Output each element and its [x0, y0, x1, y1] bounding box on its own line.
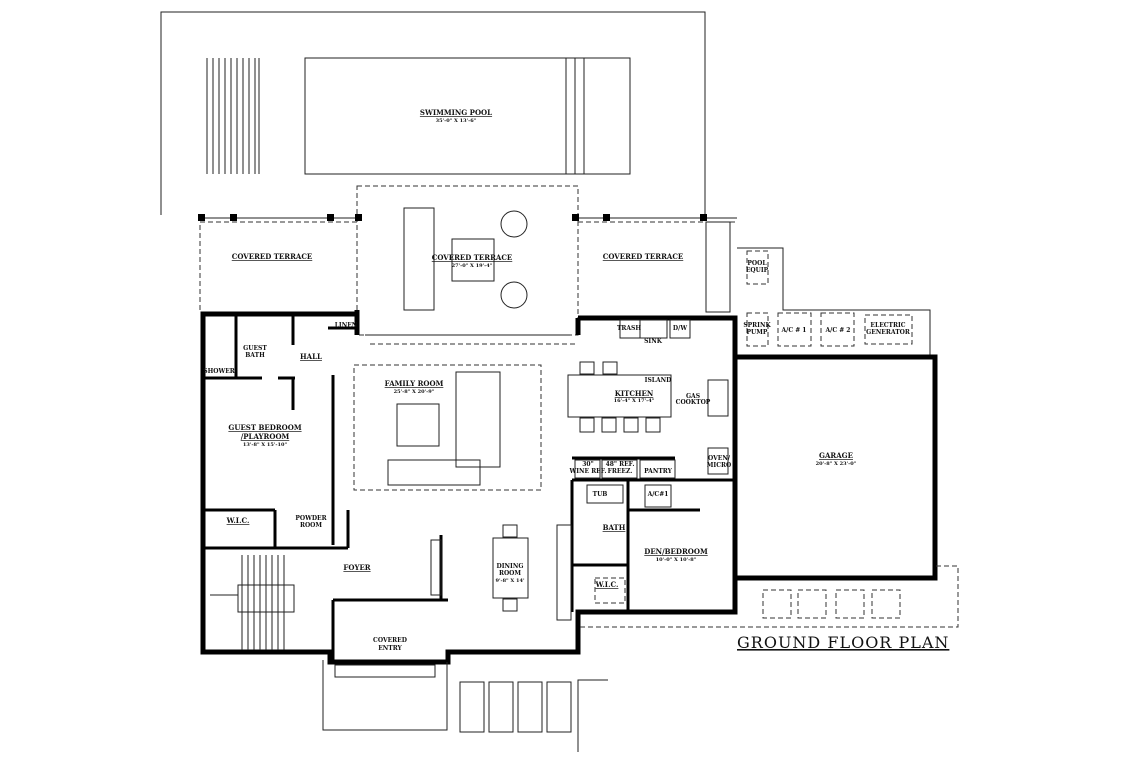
- entry-label-2: ENTRY: [378, 645, 402, 652]
- dining-label: DINING: [497, 563, 524, 570]
- family-room-dim: 25'-8" X 20'-9": [394, 389, 435, 395]
- kitchen-label: KITCHEN: [615, 389, 654, 398]
- bath-label: BATH: [603, 523, 626, 532]
- entry-label: COVERED: [373, 637, 407, 644]
- swimming-pool: [304, 57, 631, 175]
- oven-label: OVEN/: [708, 455, 731, 462]
- family-room-label: FAMILY ROOM: [385, 379, 444, 388]
- den-bath: [586, 484, 672, 604]
- tub-label: TUB: [593, 491, 608, 498]
- guest-bedroom-label-2: /PLAYROOM: [241, 432, 290, 441]
- garage-dim: 20'-8" X 23'-0": [816, 461, 857, 467]
- den-label: DEN/BEDROOM: [644, 547, 708, 556]
- dining-table: [492, 524, 529, 612]
- terrace-right-label: COVERED TERRACE: [603, 252, 684, 261]
- mechanical-yard: POOL EQUIP SPRINK PUMP A/C # 1 A/C # 2 E…: [737, 247, 931, 355]
- dw-label: D/W: [673, 325, 687, 332]
- room-labels: GUEST BATH SHOWER LINEN HALL FAMILY ROOM…: [203, 322, 856, 652]
- linen-label: LINEN: [335, 322, 358, 329]
- micro-label: MICRO: [707, 462, 731, 469]
- sprink-label: SPRINK: [743, 322, 771, 329]
- family-room: [353, 364, 542, 491]
- wine-label-2: WINE REF.: [569, 468, 607, 475]
- ac1-label: A/C # 1: [780, 327, 806, 334]
- coffee-table: [451, 238, 495, 282]
- terrace-left-label: COVERED TERRACE: [232, 252, 313, 261]
- generator-label: ELECTRIC: [870, 322, 905, 329]
- wic-guest-label: W.I.C.: [226, 516, 250, 525]
- terrace-center-label: COVERED TERRACE: [432, 253, 513, 262]
- guest-bedroom-label: GUEST BEDROOM: [228, 423, 301, 432]
- generator-label-2: GENERATOR: [866, 329, 911, 336]
- pool-steps: [206, 58, 260, 174]
- pantry-label: PANTRY: [644, 468, 672, 475]
- ref-label: 48" REF.: [606, 461, 635, 468]
- ref-label-2: FREEZ.: [608, 468, 633, 475]
- pool-equip-label: POOL: [747, 260, 767, 267]
- wine-label: 30": [582, 461, 593, 468]
- staircase: [210, 555, 295, 650]
- garage-label: GARAGE: [819, 451, 853, 460]
- pool-area: SWIMMING POOL 35'-0" X 13'-6": [160, 11, 706, 215]
- ac2-label: A/C # 2: [824, 327, 850, 334]
- shower-label: SHOWER: [203, 368, 236, 375]
- ac-closet-label: A/C#1: [647, 491, 669, 498]
- interior-walls: [203, 314, 735, 660]
- grill: [705, 221, 731, 313]
- kitchen-dim: 16'-4" X 17'-4": [614, 398, 655, 404]
- sectional-sofa: [455, 371, 501, 468]
- armchair: [500, 210, 528, 238]
- den-dim: 10'-0" X 10'-8": [656, 557, 697, 563]
- wic-den-label: W.I.C.: [595, 580, 619, 589]
- dining-label-2: ROOM: [499, 570, 521, 577]
- cooktop-label: COOKTOP: [676, 399, 711, 406]
- armchair: [500, 281, 528, 309]
- hall-label: HALL: [300, 352, 322, 361]
- kitchen: [567, 319, 729, 479]
- guest-bedroom-dim: 13'-8" X 15'-10": [243, 442, 288, 448]
- island: [567, 374, 672, 418]
- pool-equip-label-2: EQUIP: [746, 267, 769, 274]
- island-label: ISLAND: [645, 377, 672, 384]
- cooktop: [707, 379, 729, 417]
- pool-dim: 35'-0" X 13'-6": [436, 118, 477, 124]
- plan-title: GROUND FLOOR PLAN: [737, 633, 949, 652]
- coffee-table: [396, 403, 440, 447]
- sofa: [403, 207, 435, 311]
- powder-label-2: ROOM: [300, 522, 322, 529]
- exterior-walls: [200, 221, 938, 665]
- dining-dim: 9'-8" X 14': [495, 578, 524, 584]
- guest-bath-label-2: BATH: [245, 352, 265, 359]
- guest-bath-label: GUEST: [243, 345, 267, 352]
- sprink-label-2: PUMP: [747, 329, 768, 336]
- pool-label: SWIMMING POOL: [420, 108, 492, 117]
- terrace-center-dim: 27'-0" X 19'-4": [452, 263, 493, 269]
- foyer-label: FOYER: [343, 563, 370, 572]
- powder-label: POWDER: [295, 515, 327, 522]
- site: [322, 565, 959, 752]
- gas-label: GAS: [686, 393, 700, 400]
- trash-label: TRASH: [617, 325, 641, 332]
- sink-label: SINK: [644, 338, 663, 345]
